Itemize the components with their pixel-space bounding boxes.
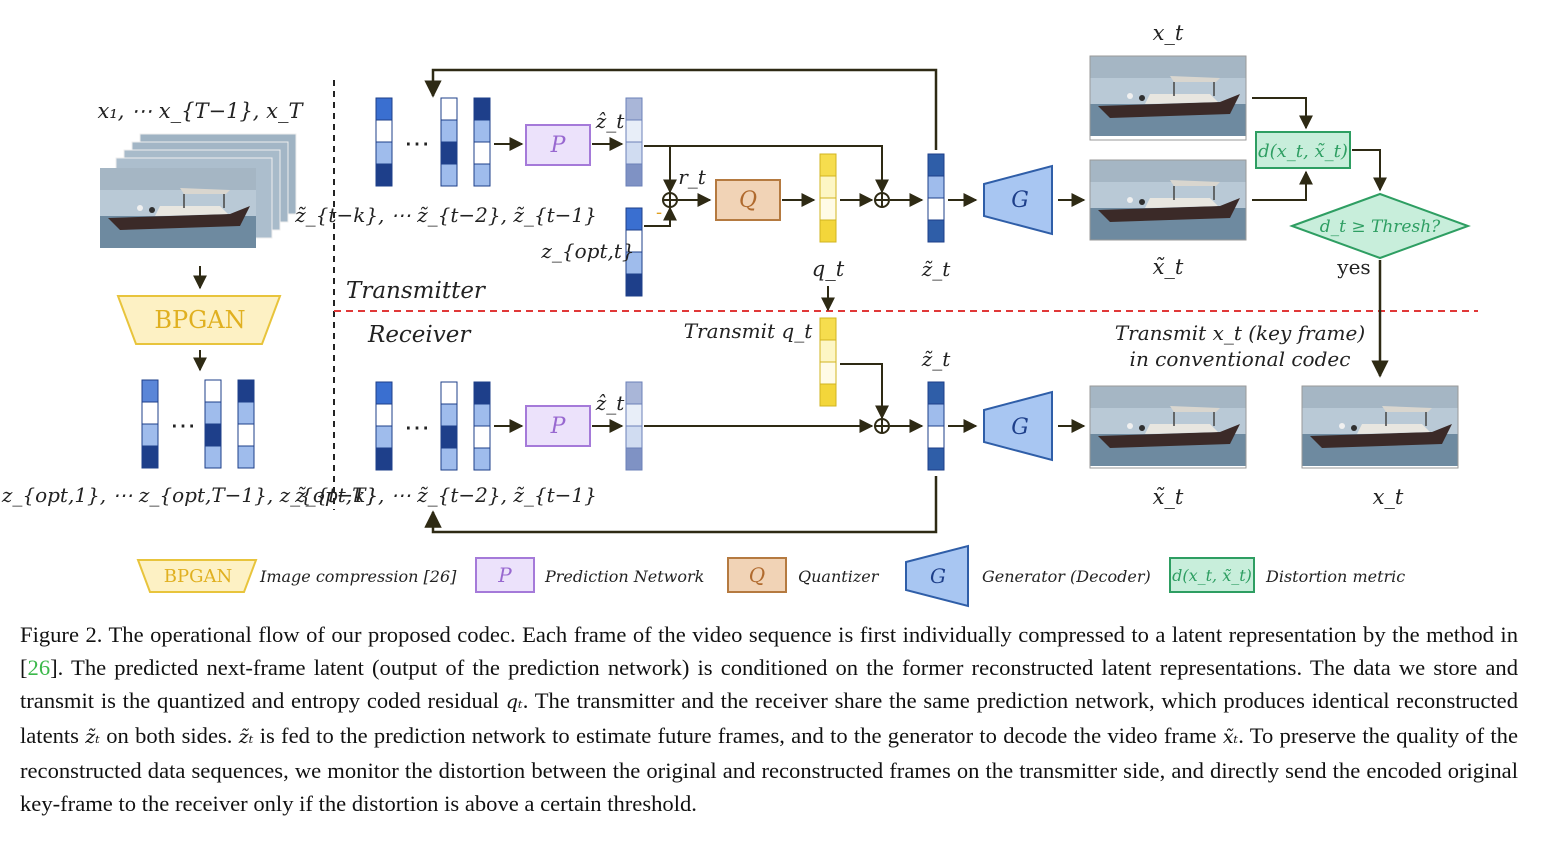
transmitter-label: Transmitter (346, 278, 487, 304)
q-label: Q (739, 188, 757, 213)
caption-text-5: is fed to the prediction network to esti… (253, 723, 1223, 748)
zopt-t-label: z_{opt,t} (540, 239, 634, 263)
adder-1 (662, 192, 678, 208)
distortion-label: d(x_t, x̃_t) (1258, 141, 1348, 162)
legend-g-icon (905, 544, 969, 608)
xtilde-frame-rx (1089, 385, 1247, 469)
caption-text-2: ]. The predicted next-frame latent (outp… (20, 655, 1518, 713)
xtilde-frame-tx (1089, 159, 1247, 241)
g-block-tx (983, 164, 1053, 236)
zopt-latents: ⋯ (141, 379, 255, 469)
legend-bpgan-icon (136, 559, 258, 593)
frames-top-label: x₁, ⋯ x_{T−1}, x_T (97, 99, 304, 123)
xtilde-label-rx: x̃_t (1153, 485, 1184, 509)
legend-g-text: Generator (Decoder) (982, 567, 1151, 586)
codec-flow-diagram: x₁, ⋯ x_{T−1}, x_T BPGAN ⋯ z_{opt,1}, ⋯ … (1, 21, 1478, 608)
xt-label-rx: x_t (1373, 485, 1404, 509)
caption-symbol-zt-1: z̃ₜ (85, 726, 100, 748)
adder-2 (874, 192, 890, 208)
r-t-label: r_t (678, 165, 707, 189)
legend-q-symbol: Q (749, 563, 765, 587)
distortion-block (1255, 131, 1351, 169)
p-block-tx (525, 124, 591, 166)
caption-symbol-qt: qₜ (505, 691, 523, 713)
caption-text-1: The operational flow of our proposed cod… (20, 622, 1518, 680)
legend-q-text: Quantizer (798, 567, 880, 586)
bpgan-label: BPGAN (154, 306, 245, 334)
p-label-rx: P (550, 414, 567, 439)
input-frames-stack (99, 133, 297, 249)
svg-text:⋯: ⋯ (404, 129, 430, 159)
legend-d-icon (1169, 557, 1255, 593)
arrow-feedback-tx (424, 68, 938, 150)
threshold-label: d_t ≥ Thresh? (1320, 217, 1441, 237)
qt-label: q_t (812, 257, 845, 281)
legend-d-text: Distortion metric (1265, 567, 1405, 586)
zhat-label-tx: ẑ_t (595, 109, 626, 133)
legend-p-icon (475, 557, 535, 593)
zhat-label-rx: ẑ_t (595, 391, 626, 415)
legend-q-icon (727, 557, 787, 593)
svg-text:⋯: ⋯ (404, 413, 430, 443)
zopt-seq-label: z_{opt,1}, ⋯ z_{opt,T−1}, z_{opt,T} (1, 483, 378, 507)
arrow-zhat-to-add2 (670, 145, 889, 194)
tx-history-label: z̃_{t−k}, ⋯ z̃_{t−2}, z̃_{t−1} (294, 203, 597, 227)
xtilde-label-tx: x̃_t (1153, 255, 1184, 279)
arrow-xtilde-to-d (1252, 170, 1313, 201)
zhat-latent-tx (625, 97, 643, 187)
ztilde-latent-tx (927, 153, 945, 243)
bpgan-block (116, 295, 282, 345)
transmit-key-label-1: Transmit x_t (key frame) (1115, 321, 1365, 345)
arrow-feedback-rx (424, 476, 938, 534)
legend: BPGAN Image compression [26] P Predictio… (136, 544, 1405, 608)
arrow-d-to-thresh (1352, 149, 1387, 192)
caption-text-6: . To preserve the quality of the reconst… (20, 723, 1518, 816)
rx-history-latents: ⋯ (375, 381, 491, 471)
ztilde-latent-rx (927, 381, 945, 471)
ztilde-label-rx: z̃_t (921, 347, 952, 371)
p-label-tx: P (550, 133, 567, 158)
receiver-label: Receiver (367, 322, 472, 348)
q-block (715, 179, 781, 221)
caption-symbol-zt-2: z̃ₜ (238, 726, 254, 748)
g-label-rx: G (1011, 415, 1029, 440)
legend-p-text: Prediction Network (544, 567, 704, 586)
legend-p-symbol: P (497, 563, 512, 587)
qt-latent-rx (819, 317, 837, 407)
p-block-rx (525, 405, 591, 447)
transmit-q-label: Transmit q_t (684, 319, 814, 343)
caption-text-4: on both sides. (99, 723, 239, 748)
transmit-key-label-2: in conventional codec (1130, 347, 1351, 371)
legend-bpgan-symbol: BPGAN (164, 566, 232, 587)
arrow-qt-rx-to-add (840, 363, 889, 420)
caption-text-3: . The transmitter and the receiver share… (20, 688, 1518, 748)
g-block-rx (983, 390, 1053, 462)
caption-reference-link[interactable]: 26 (27, 655, 51, 680)
arrow-zhat-to-add1 (644, 145, 677, 194)
figure-caption: Figure 2. The operational flow of our pr… (20, 618, 1518, 820)
rx-history-label: z̃_{t−k}, ⋯ z̃_{t−2}, z̃_{t−1} (294, 483, 597, 507)
svg-text:⋯: ⋯ (170, 411, 196, 441)
caption-symbol-xt: x̃ₜ (1222, 726, 1239, 748)
adder-rx (874, 418, 890, 434)
minus-sign: - (656, 202, 662, 223)
xt-frame-rx (1301, 385, 1459, 469)
legend-d-symbol: d(x_t, x̃_t) (1172, 566, 1252, 585)
g-label-tx: G (1011, 188, 1029, 213)
legend-bpgan-text: Image compression [26] (259, 567, 457, 586)
zopt-t-latent (625, 207, 643, 297)
yes-label: yes (1336, 255, 1370, 279)
arrow-zopt-to-add1 (644, 206, 677, 227)
xt-label-top: x_t (1153, 21, 1184, 45)
xt-frame-top (1089, 55, 1247, 141)
zhat-latent-rx (625, 381, 643, 471)
tx-history-latents: ⋯ (375, 97, 491, 187)
caption-figure-label: Figure 2. (20, 622, 103, 647)
arrow-xt-to-d (1252, 97, 1313, 130)
legend-g-symbol: G (930, 564, 946, 588)
ztilde-label-tx: z̃_t (921, 257, 952, 281)
qt-latent-tx (819, 153, 837, 243)
threshold-diamond (1289, 192, 1471, 260)
